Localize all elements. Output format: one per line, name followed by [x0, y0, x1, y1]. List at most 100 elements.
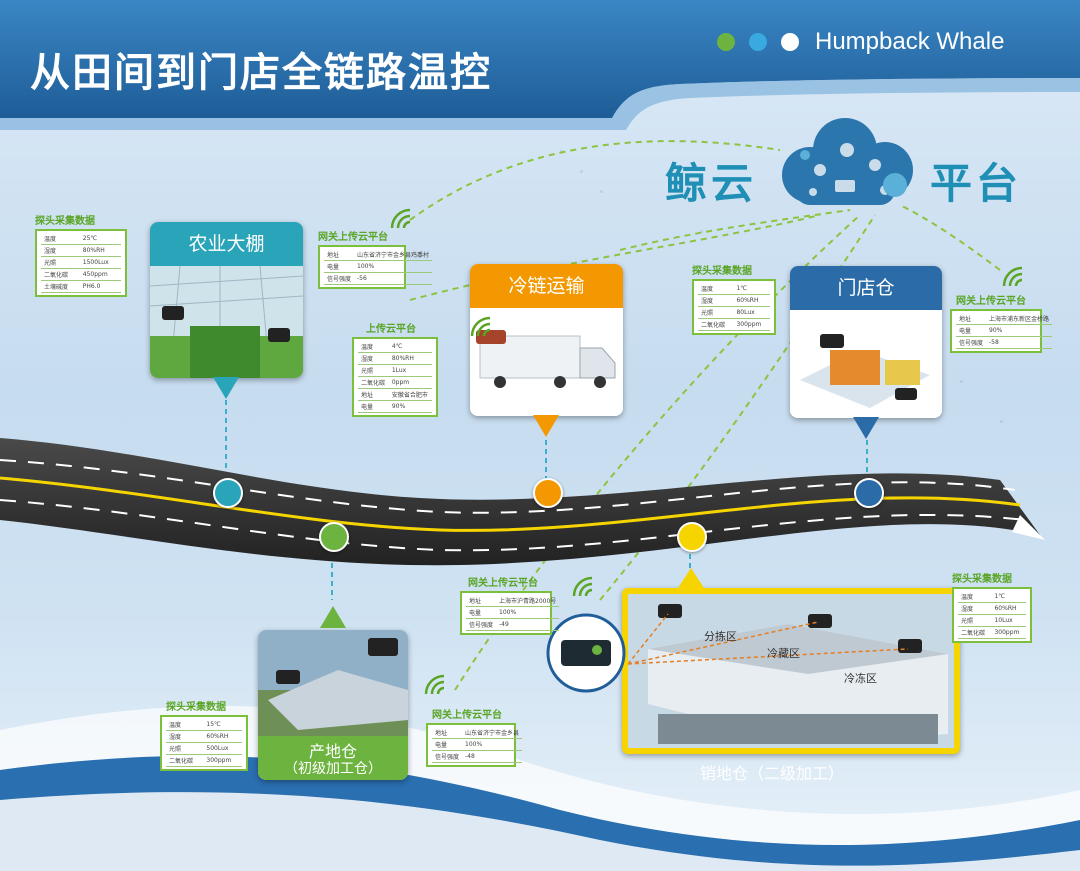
origin-pointer — [320, 606, 346, 628]
panel-row-value: 60%RH — [733, 294, 770, 307]
panel-row: 信号强度-48 — [432, 750, 523, 763]
zone-sorting: 分拣区 — [704, 630, 737, 643]
panel-row-value: 90% — [388, 400, 432, 413]
panel-row-key: 电量 — [324, 260, 355, 273]
brand-name: Humpback Whale — [815, 28, 1005, 55]
panel-row-key: 二氧化碳 — [41, 268, 80, 281]
cloud-icon — [782, 118, 913, 205]
panel-row-key: 地址 — [358, 388, 389, 401]
origin-sublabel: （初级加工仓） — [284, 761, 382, 777]
panel-row-key: 湿度 — [41, 244, 80, 257]
wifi-icon — [424, 674, 445, 695]
panel-row-value: 300ppm — [991, 626, 1026, 639]
panel-row-value: 300ppm — [733, 318, 770, 331]
cloud-left-text: 鲸云 — [665, 159, 758, 208]
greenhouse-pointer — [213, 377, 239, 399]
panel-row-value: 1500Lux — [79, 256, 121, 269]
panel-row-value: 山东省济宁市金乡县 — [462, 727, 523, 739]
store-label: 门店仓 — [790, 266, 942, 310]
station-origin: 产地仓 （初级加工仓） — [258, 630, 408, 780]
panel-row-value: 10Lux — [991, 614, 1026, 627]
panel-row-key: 地址 — [432, 727, 463, 739]
panel-row-value: 60%RH — [991, 602, 1026, 615]
wifi-icon — [1002, 266, 1023, 287]
station-cold-transport: 冷链运输 — [470, 264, 623, 416]
panel-row-value: 25℃ — [79, 233, 121, 245]
node-greenhouse — [213, 478, 243, 508]
panel-row-value: 90% — [986, 324, 1053, 337]
panel-row-key: 温度 — [698, 283, 734, 295]
panel-row-value: 450ppm — [79, 268, 121, 281]
panel-row-key: 温度 — [41, 233, 80, 245]
cloud-right-text: 平台 — [930, 159, 1023, 208]
panel-row: 地址上海市沪青路2000号 — [466, 595, 560, 607]
panel-row-key: 二氧化碳 — [166, 754, 204, 767]
panel-row-key: 温度 — [358, 341, 389, 353]
panel-row-key: 土壤碱度 — [41, 280, 80, 293]
origin-label: 产地仓 — [308, 742, 357, 761]
panel-row-key: 地址 — [956, 313, 987, 325]
panel-row: 地址上海市浦东新区金桥路 — [956, 313, 1053, 325]
panel-row-key: 地址 — [324, 249, 355, 261]
panel-row-value: -48 — [462, 750, 523, 763]
panel-row-key: 光照 — [358, 364, 389, 377]
station-greenhouse: 农业大棚 — [150, 222, 303, 378]
panel-row-key: 湿度 — [958, 602, 992, 615]
panel-row-key: 信号强度 — [956, 336, 987, 349]
panel-row-value: 500Lux — [203, 742, 242, 755]
panel-row-value: 60%RH — [203, 730, 242, 743]
wifi-icon — [470, 316, 491, 337]
panel-row-key: 光照 — [698, 306, 734, 319]
panel-row: 地址山东省济宁市金乡县 — [432, 727, 523, 739]
panel-row-key: 二氧化碳 — [358, 376, 389, 389]
panel-row-value: 山东省济宁市金乡县鸡黍村 — [354, 249, 433, 261]
panel-row: 信号强度-49 — [466, 618, 560, 631]
sales-warehouse-image — [628, 594, 954, 748]
panel-row-key: 温度 — [166, 719, 204, 731]
panel-row-key: 信号强度 — [432, 750, 463, 763]
panel-row: 地址安徽省合肥市 — [358, 388, 432, 401]
sales-label: 销地仓（二级加工） — [700, 764, 845, 783]
panel-row-value: -58 — [986, 336, 1053, 349]
panel-row-key: 光照 — [958, 614, 992, 627]
panel-row-key: 地址 — [466, 595, 497, 607]
gateway-device-icon — [546, 613, 626, 693]
node-origin — [319, 522, 349, 552]
node-sales — [677, 522, 707, 552]
panel-row-key: 二氧化碳 — [958, 626, 992, 639]
panel-row-value: 1℃ — [991, 591, 1026, 603]
panel-row-key: 光照 — [166, 742, 204, 755]
panel-row-value: 100% — [462, 738, 523, 751]
panel-row-key: 电量 — [432, 738, 463, 751]
panel-row-key: 湿度 — [698, 294, 734, 307]
cold-transport-pointer — [533, 415, 559, 437]
panel-row-key: 湿度 — [166, 730, 204, 743]
station-sales: 分拣区 冷藏区 冷冻区 — [622, 588, 960, 754]
panel-row-key: 电量 — [358, 400, 389, 413]
panel-row-value: 1Lux — [388, 364, 432, 377]
zone-frozen: 冷冻区 — [844, 672, 877, 685]
node-cold-transport — [533, 478, 563, 508]
